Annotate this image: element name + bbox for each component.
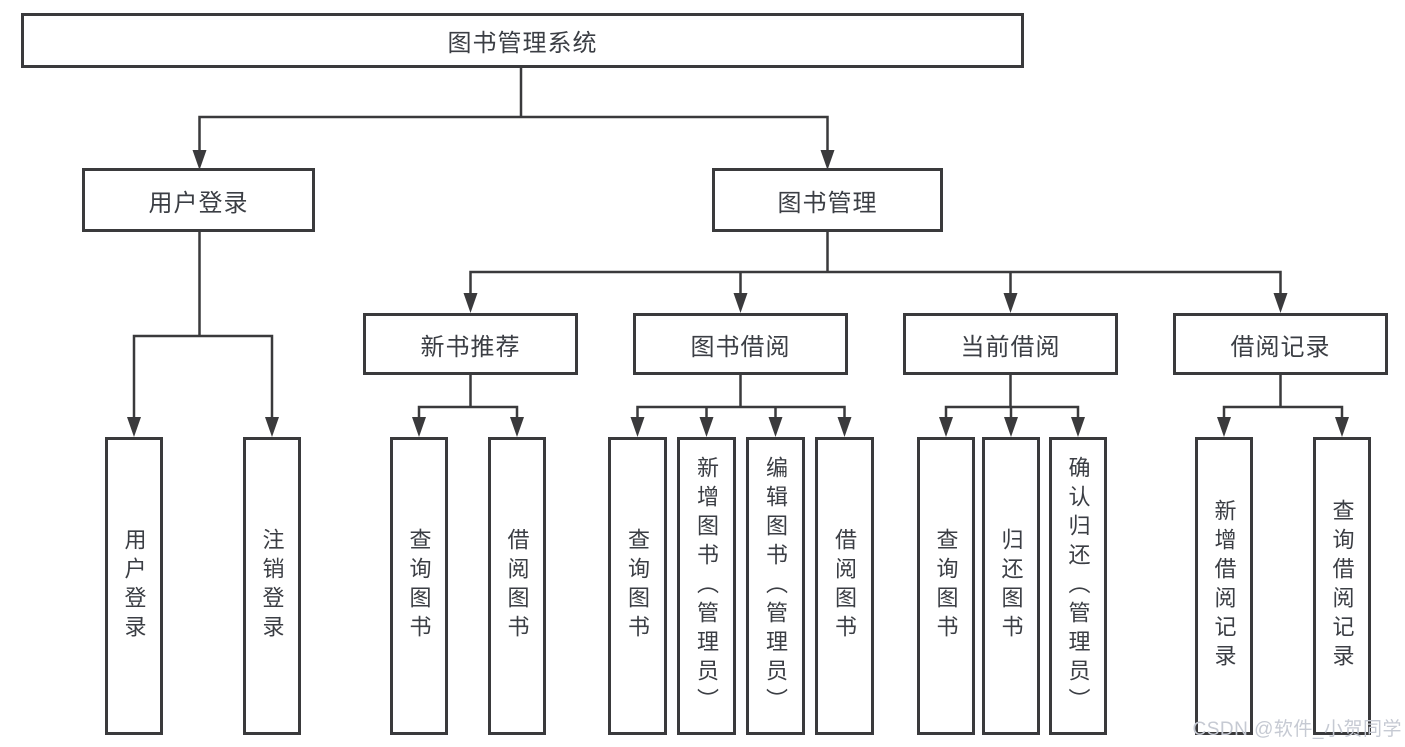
- node-label: 图书借阅: [690, 333, 791, 361]
- leaf-add-book-admin: 新增图书（管理员）: [677, 437, 736, 735]
- connector-current-to-leaves: [944, 373, 1080, 421]
- node-book-borrowing: 图书借阅: [633, 313, 848, 375]
- node-new-book-recommendation: 新书推荐: [363, 313, 578, 375]
- connector-borrow-to-leaves: [636, 373, 846, 421]
- node-label: 确认归还（管理员）: [1065, 455, 1091, 717]
- leaf-edit-book-admin: 编辑图书（管理员）: [746, 437, 805, 735]
- connector-root-to-level2: [198, 66, 829, 154]
- node-book-management: 图书管理: [712, 168, 943, 232]
- node-label: 新书推荐: [420, 333, 521, 361]
- node-label: 用户登录: [148, 189, 249, 217]
- leaf-borrow-books-recommend: 借阅图书: [488, 437, 546, 735]
- node-label: 注销登录: [259, 528, 285, 644]
- node-label: 查询图书: [406, 528, 432, 644]
- node-label: 图书管理: [777, 189, 878, 217]
- connector-records-to-leaves: [1222, 373, 1344, 421]
- leaf-borrow-books: 借阅图书: [815, 437, 874, 735]
- connector-userlogin-to-leaves: [132, 230, 274, 421]
- leaf-logout: 注销登录: [243, 437, 301, 735]
- connector-newbooks-to-leaves: [417, 373, 519, 421]
- node-label: 查询图书: [933, 528, 959, 644]
- leaf-query-books-current: 查询图书: [917, 437, 975, 735]
- node-label: 新增借阅记录: [1211, 499, 1237, 673]
- node-label: 借阅记录: [1230, 333, 1331, 361]
- node-label: 图书管理系统: [447, 30, 598, 57]
- arrowheads: [127, 150, 1349, 437]
- node-label: 编辑图书（管理员）: [763, 455, 789, 717]
- node-borrowing-records: 借阅记录: [1173, 313, 1388, 375]
- leaf-query-borrow-record: 查询借阅记录: [1313, 437, 1371, 735]
- node-library-management-system: 图书管理系统: [21, 13, 1024, 68]
- leaf-query-books-recommend: 查询图书: [390, 437, 448, 735]
- leaf-user-login: 用户登录: [105, 437, 163, 735]
- node-label: 用户登录: [121, 528, 147, 644]
- node-label: 新增图书（管理员）: [694, 455, 720, 717]
- node-label: 归还图书: [998, 528, 1024, 644]
- connector-bookmgmt-to-level3: [469, 230, 1282, 297]
- leaf-confirm-return-admin: 确认归还（管理员）: [1049, 437, 1107, 735]
- csdn-watermark: CSDN @软件_小贺同学: [1192, 719, 1402, 740]
- node-label: 借阅图书: [504, 528, 530, 644]
- leaf-add-borrow-record: 新增借阅记录: [1195, 437, 1253, 735]
- node-user-login: 用户登录: [82, 168, 315, 232]
- leaf-return-book: 归还图书: [982, 437, 1040, 735]
- node-label: 当前借阅: [960, 333, 1061, 361]
- node-current-borrowing: 当前借阅: [903, 313, 1118, 375]
- leaf-query-books-borrow: 查询图书: [608, 437, 667, 735]
- node-label: 查询图书: [625, 528, 651, 644]
- node-label: 借阅图书: [832, 528, 858, 644]
- node-label: 查询借阅记录: [1329, 499, 1355, 673]
